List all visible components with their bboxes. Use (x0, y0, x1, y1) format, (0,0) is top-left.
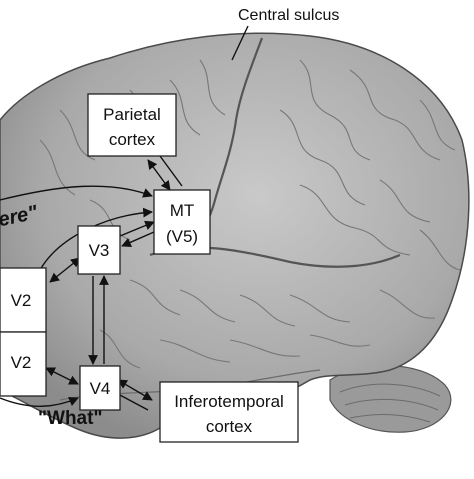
pathway-arrows (0, 25, 249, 411)
parietal-label-line2: cortex (109, 130, 156, 149)
mt-v5-box: MT (V5) (153, 189, 211, 255)
central-sulcus-label: Central sulcus (238, 7, 339, 24)
central-sulcus-pointer (231, 25, 249, 61)
brain-illustration (0, 32, 470, 439)
v2-lower-label: V2 (11, 353, 32, 372)
v2-lower-box: V2 (0, 331, 47, 397)
mt-label-line1: MT (170, 201, 195, 220)
inferotemporal-label-line2: cortex (206, 417, 253, 436)
parietal-label-line1: Parietal (103, 105, 161, 124)
v3-label: V3 (89, 241, 110, 260)
v4-label: V4 (90, 379, 111, 398)
inferotemporal-cortex-box: Inferotemporal cortex (159, 381, 299, 443)
v2-upper-box: V2 (0, 267, 47, 333)
v2-upper-label: V2 (11, 291, 32, 310)
inferotemporal-label-line1: Inferotemporal (174, 392, 284, 411)
what-stream-label: "What" (38, 408, 102, 429)
v3-box: V3 (77, 225, 121, 275)
what-stream-arrow (0, 397, 79, 407)
mt-label-line2: (V5) (166, 227, 198, 246)
v4-box: V4 (79, 365, 121, 411)
parietal-cortex-box: Parietal cortex (87, 93, 177, 157)
where-stream-arrow (0, 185, 153, 201)
